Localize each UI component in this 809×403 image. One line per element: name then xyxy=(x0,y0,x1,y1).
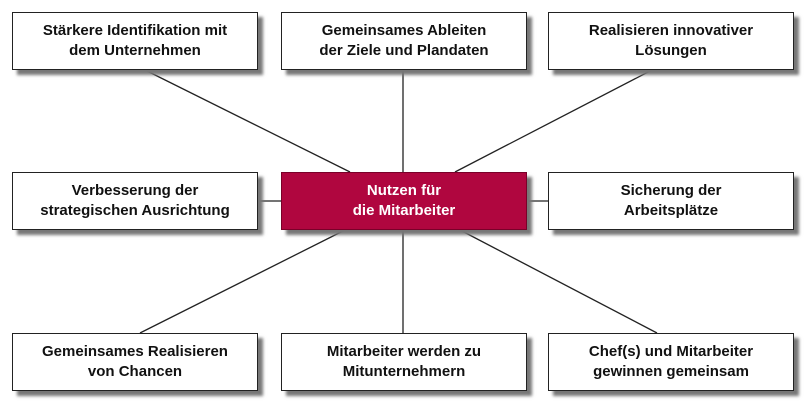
node-top-center: Gemeinsames Ableiten der Ziele und Pland… xyxy=(281,12,527,70)
connector-bottom-left xyxy=(139,229,346,334)
center-node: Nutzen für die Mitarbeiter xyxy=(281,172,527,230)
connector-top-left xyxy=(144,69,351,173)
node-bottom-center: Mitarbeiter werden zu Mitunternehmern xyxy=(281,333,527,391)
node-top-right: Realisieren innovativer Lösungen xyxy=(548,12,794,70)
node-middle-left: Verbesserung der strategischen Ausrichtu… xyxy=(12,172,258,230)
node-top-left: Stärkere Identifikation mit dem Unterneh… xyxy=(12,12,258,70)
node-middle-right: Sicherung der Arbeitsplätze xyxy=(548,172,794,230)
connector-top-right xyxy=(454,69,653,173)
connector-bottom-right xyxy=(459,229,658,334)
node-bottom-left: Gemeinsames Realisieren von Chancen xyxy=(12,333,258,391)
node-bottom-right: Chef(s) und Mitarbeiter gewinnen gemeins… xyxy=(548,333,794,391)
